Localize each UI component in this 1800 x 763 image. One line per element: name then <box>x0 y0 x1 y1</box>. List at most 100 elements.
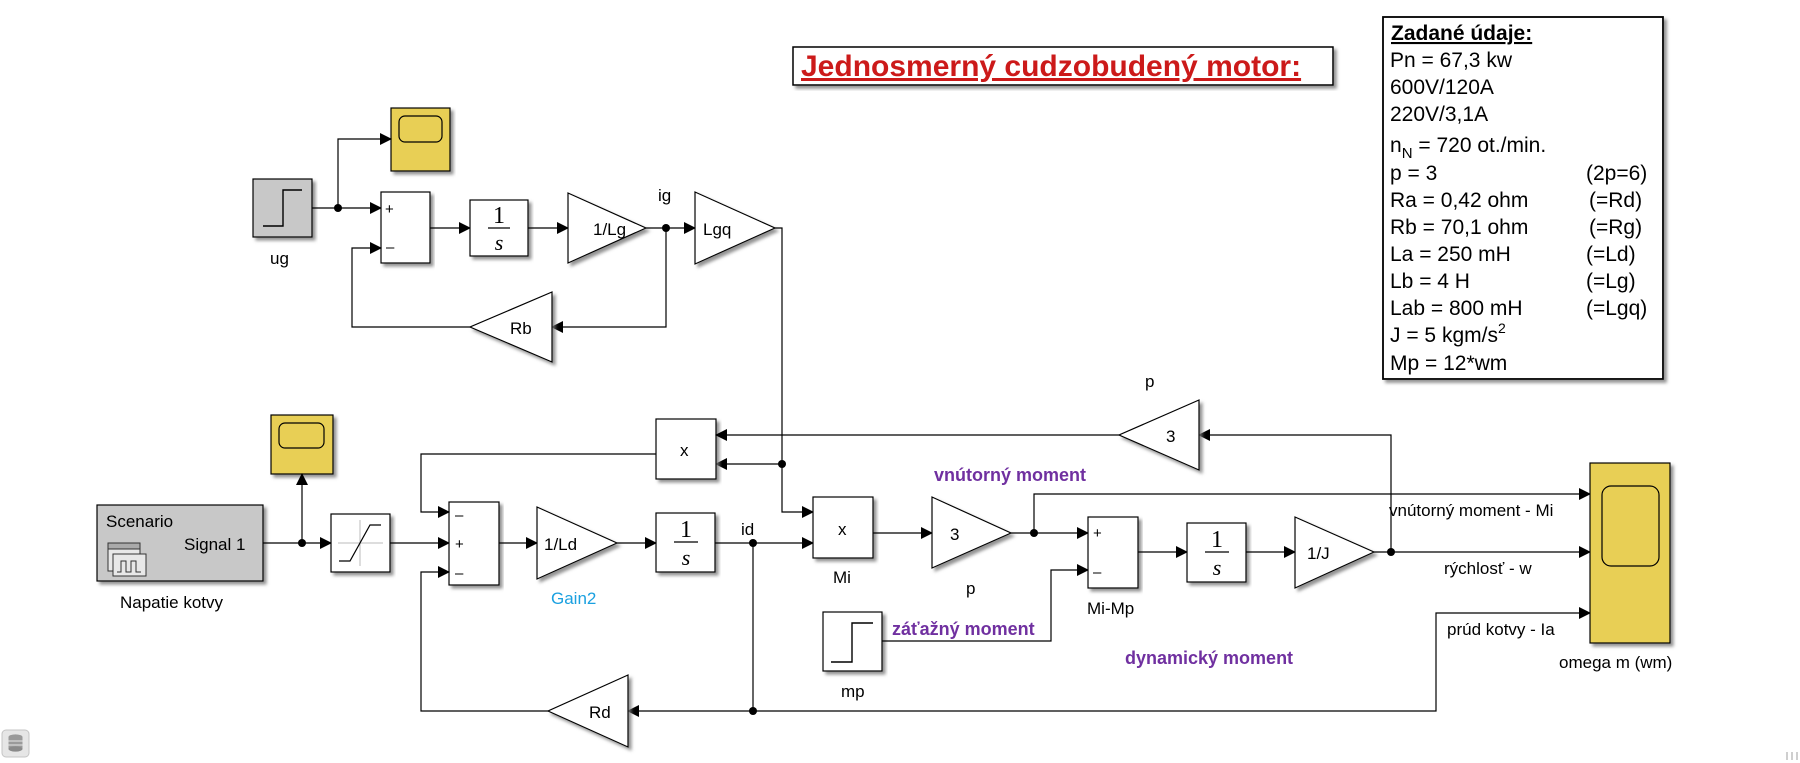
integrator-speed[interactable]: 1 s <box>1186 522 1247 583</box>
gain-rb[interactable]: Rb <box>468 291 553 363</box>
scope-screen-icon <box>1601 485 1660 567</box>
gain-1-ld-label: 1/Ld <box>544 535 577 554</box>
gain-1-ld[interactable]: 1/Ld <box>536 506 619 580</box>
signal-id-label: id <box>741 520 754 539</box>
scope-armature-input[interactable] <box>270 414 334 475</box>
sum-minus-sign: – <box>1093 564 1102 581</box>
ug-label: ug <box>270 249 289 268</box>
step-mp-block[interactable] <box>822 611 883 672</box>
scope-output-caption: omega m (wm) <box>1559 653 1672 672</box>
sum-minus-sign: – <box>455 507 464 524</box>
scope-signal-ia: prúd kotvy - Ia <box>1447 620 1555 639</box>
signal-builder-icon <box>107 542 147 577</box>
integrator-denominator: s <box>682 545 691 570</box>
sum-mi-mp-caption: Mi-Mp <box>1087 599 1134 618</box>
p-caption: p <box>966 579 975 598</box>
param-lb: Lb = 4 H <box>1390 270 1470 293</box>
sum-plus-sign: + <box>455 536 464 553</box>
sum-minus-sign: – <box>386 239 395 256</box>
wire <box>882 564 1089 642</box>
gain-1-j[interactable]: 1/J <box>1294 516 1376 589</box>
param-nn-rest: = 720 ot./min. <box>1413 134 1547 157</box>
integrator-field[interactable]: 1 s <box>469 199 529 257</box>
scope-ug[interactable] <box>390 107 451 172</box>
integrator-denominator: s <box>495 230 504 255</box>
model-browser-button[interactable] <box>1 729 30 758</box>
gain-rb-label: Rb <box>510 319 532 338</box>
param-ra: Ra = 0,42 ohm <box>1390 189 1528 212</box>
param-armature-rating: 600V/120A <box>1390 76 1494 99</box>
param-pn: Pn = 67,3 kw <box>1390 49 1513 72</box>
wire <box>337 133 392 208</box>
integrator-numerator: 1 <box>1211 527 1223 553</box>
scenario-signal-label: Signal 1 <box>184 535 245 554</box>
gain-p-feedback-label: 3 <box>1166 427 1175 446</box>
scope-signal-w: rýchlosť - w <box>1444 559 1532 578</box>
sum-armature[interactable]: – + – <box>448 501 500 586</box>
param-lab-note: (=Lgq) <box>1586 297 1647 320</box>
step-icon <box>831 622 873 663</box>
param-j: J = 5 kgm/s2 <box>1390 320 1506 347</box>
saturation-icon <box>339 524 381 562</box>
wire <box>753 607 1591 712</box>
param-j-text: J = 5 kgm/s <box>1390 324 1498 347</box>
gain-1-lg[interactable]: 1/Lg <box>567 192 648 264</box>
param-mp: Mp = 12*wm <box>1390 352 1507 375</box>
wire <box>351 242 470 328</box>
sum-field[interactable]: + – <box>380 191 431 264</box>
saturation-block[interactable] <box>330 513 391 573</box>
integrator-numerator: 1 <box>680 517 692 543</box>
param-la: La = 250 mH <box>1390 243 1511 266</box>
scenario-caption: Napatie kotvy <box>120 593 223 612</box>
param-field-rating: 220V/3,1A <box>1390 103 1488 126</box>
resize-grip-icon[interactable] <box>1786 752 1798 760</box>
product-mi[interactable]: x <box>812 496 874 559</box>
scope-screen-icon <box>278 422 325 449</box>
gain-p-feedback[interactable]: 3 <box>1117 399 1200 471</box>
zatazny-moment-annotation: záťažný moment <box>892 619 1035 639</box>
wire <box>775 227 814 518</box>
step-ug-block[interactable] <box>252 178 313 238</box>
signal-ig-label: ig <box>658 186 671 205</box>
sum-plus-sign: + <box>1093 525 1102 542</box>
database-icon <box>8 734 23 752</box>
sum-minus-sign: – <box>455 565 464 582</box>
product-upper[interactable]: x <box>655 418 717 480</box>
integrator-numerator: 1 <box>493 203 505 229</box>
gain2-caption: Gain2 <box>551 589 596 608</box>
title-box: Jednosmerný cudzobudený motor: <box>792 46 1334 86</box>
scope-signal-mi: vnútorný moment - Mi <box>1389 501 1553 520</box>
product-upper-label: x <box>680 441 689 460</box>
gain-lgq[interactable]: Lgq <box>694 191 777 265</box>
diagram-title: Jednosmerný cudzobudený motor: <box>801 50 1301 83</box>
gain-rd-label: Rd <box>589 703 611 722</box>
integrator-armature[interactable]: 1 s <box>655 512 716 573</box>
p-feedback-caption: p <box>1145 372 1154 391</box>
gain-rd[interactable]: Rd <box>546 674 629 748</box>
scenario-signal-builder[interactable]: Scenario Signal 1 <box>96 504 264 582</box>
gain-p-main[interactable]: 3 <box>931 496 1013 569</box>
param-nn: nN = 720 ot./min. <box>1390 134 1546 162</box>
wire <box>420 566 548 712</box>
scope-screen-icon <box>398 115 443 143</box>
gain-p-main-label: 3 <box>950 525 959 544</box>
param-ra-note: (=Rd) <box>1589 189 1642 212</box>
vnutorny-moment-annotation: vnútorný moment <box>934 465 1086 485</box>
wire <box>420 453 656 518</box>
gain-lgq-label: Lgq <box>703 220 731 239</box>
parameters-box: Zadané údaje: Pn = 67,3 kw 600V/120A 220… <box>1382 16 1664 380</box>
sum-plus-sign: + <box>385 201 394 218</box>
product-mi-label: x <box>838 520 847 539</box>
gain-1-j-label: 1/J <box>1307 544 1330 563</box>
gain-1-lg-label: 1/Lg <box>593 220 626 239</box>
scope-output[interactable] <box>1589 462 1671 644</box>
params-heading: Zadané údaje: <box>1391 22 1532 45</box>
sum-mi-mp[interactable]: + – <box>1087 516 1139 589</box>
param-rb-note: (=Rg) <box>1589 216 1642 239</box>
param-nn-prefix: n <box>1390 134 1402 157</box>
param-lb-note: (=Lg) <box>1586 270 1636 293</box>
mi-caption: Mi <box>833 568 851 587</box>
param-p-note: (2p=6) <box>1586 162 1647 185</box>
param-lab: Lab = 800 mH <box>1390 297 1523 320</box>
